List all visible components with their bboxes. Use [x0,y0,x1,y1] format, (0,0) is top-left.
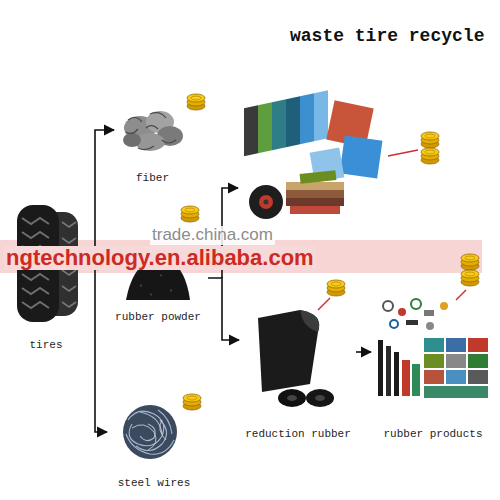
illustration-part [183,394,201,410]
reduction-rubber-illustration [258,310,334,407]
node-caption: tires [27,339,64,352]
image-node: tires [8,200,84,352]
node-caption: reduction rubber [243,428,353,441]
steel-wire-illustration [123,405,177,459]
illustration-part [446,370,466,384]
illustration-part [286,96,300,147]
illustration-part [424,354,444,368]
illustration-part [388,150,418,156]
illustration-part [327,280,345,296]
illustration-part [259,195,273,209]
illustration-part [286,190,344,198]
illustration-part [386,346,391,396]
illustration-part [287,395,297,401]
illustration-part [140,275,172,295]
illustration-part [461,270,479,286]
illustration-part [264,200,269,205]
watermark-text: trade.china.com [150,226,275,245]
rubber-products-illustration [378,299,488,398]
illustration-part [318,298,330,310]
illustration-part [456,290,466,300]
illustration-part [468,338,488,352]
leader-lines [318,150,466,310]
illustration-part [132,420,166,450]
illustration-part [421,148,439,164]
illustration-part [424,370,444,384]
illustration-part [446,354,466,368]
image-node: rubber products [372,296,494,441]
image-node: steel wires [108,400,200,490]
illustration-part [426,322,434,330]
illustration-part [461,254,479,270]
illustration-part [181,206,199,222]
rubber-tile-illustration [244,90,382,219]
illustration-part [286,198,344,206]
illustration-part [411,299,421,309]
illustration-part [306,389,334,407]
node-caption: fiber [134,172,171,185]
illustration-part [424,386,488,398]
illustration-part [314,90,328,141]
illustration-part [126,113,176,150]
illustration-part [440,302,448,310]
illustration-part [383,301,393,311]
illustration-part [390,320,398,328]
node-caption: steel wires [116,477,193,490]
illustration-part [244,105,258,156]
illustration-part [398,308,406,316]
illustration-part [123,405,177,459]
illustration-part [123,133,141,147]
diagram-title: waste tire recycle [290,26,484,46]
flow-arrow [208,278,239,340]
illustration-part [126,410,174,454]
illustration-part [468,370,488,384]
illustration-part [468,354,488,368]
flow-arrow [356,351,371,353]
illustration-part [300,310,319,332]
illustration-part [278,389,306,407]
illustration-part [424,338,444,352]
flow-arrow [84,265,107,432]
node-caption: rubber products [381,428,484,441]
illustration-part [406,320,418,325]
illustration-part [286,182,344,190]
illustration-part [340,136,383,179]
illustration-part [244,90,328,156]
illustration-part [300,170,337,184]
illustration-part [402,360,410,396]
illustration-part [378,340,383,396]
illustration-part [290,206,340,214]
illustration-part [187,94,205,110]
image-node: reduction rubber [240,305,356,441]
illustration-part [394,352,399,396]
fiber-illustration [123,111,183,151]
node-caption: rubber powder [113,311,203,324]
illustration-part [300,93,314,144]
illustration-part [258,310,319,392]
image-node: fiber [115,105,190,185]
illustration-part [412,364,420,396]
flow-arrow [84,130,114,265]
illustration-part [446,338,466,352]
illustration-part [272,99,286,150]
watermark-text: ngtechnology.en.alibaba.com [4,246,316,270]
illustration-part [421,132,439,148]
illustration-part [315,395,325,401]
illustration-part [249,185,283,219]
illustration-part [258,102,272,153]
illustration-part [424,310,434,316]
